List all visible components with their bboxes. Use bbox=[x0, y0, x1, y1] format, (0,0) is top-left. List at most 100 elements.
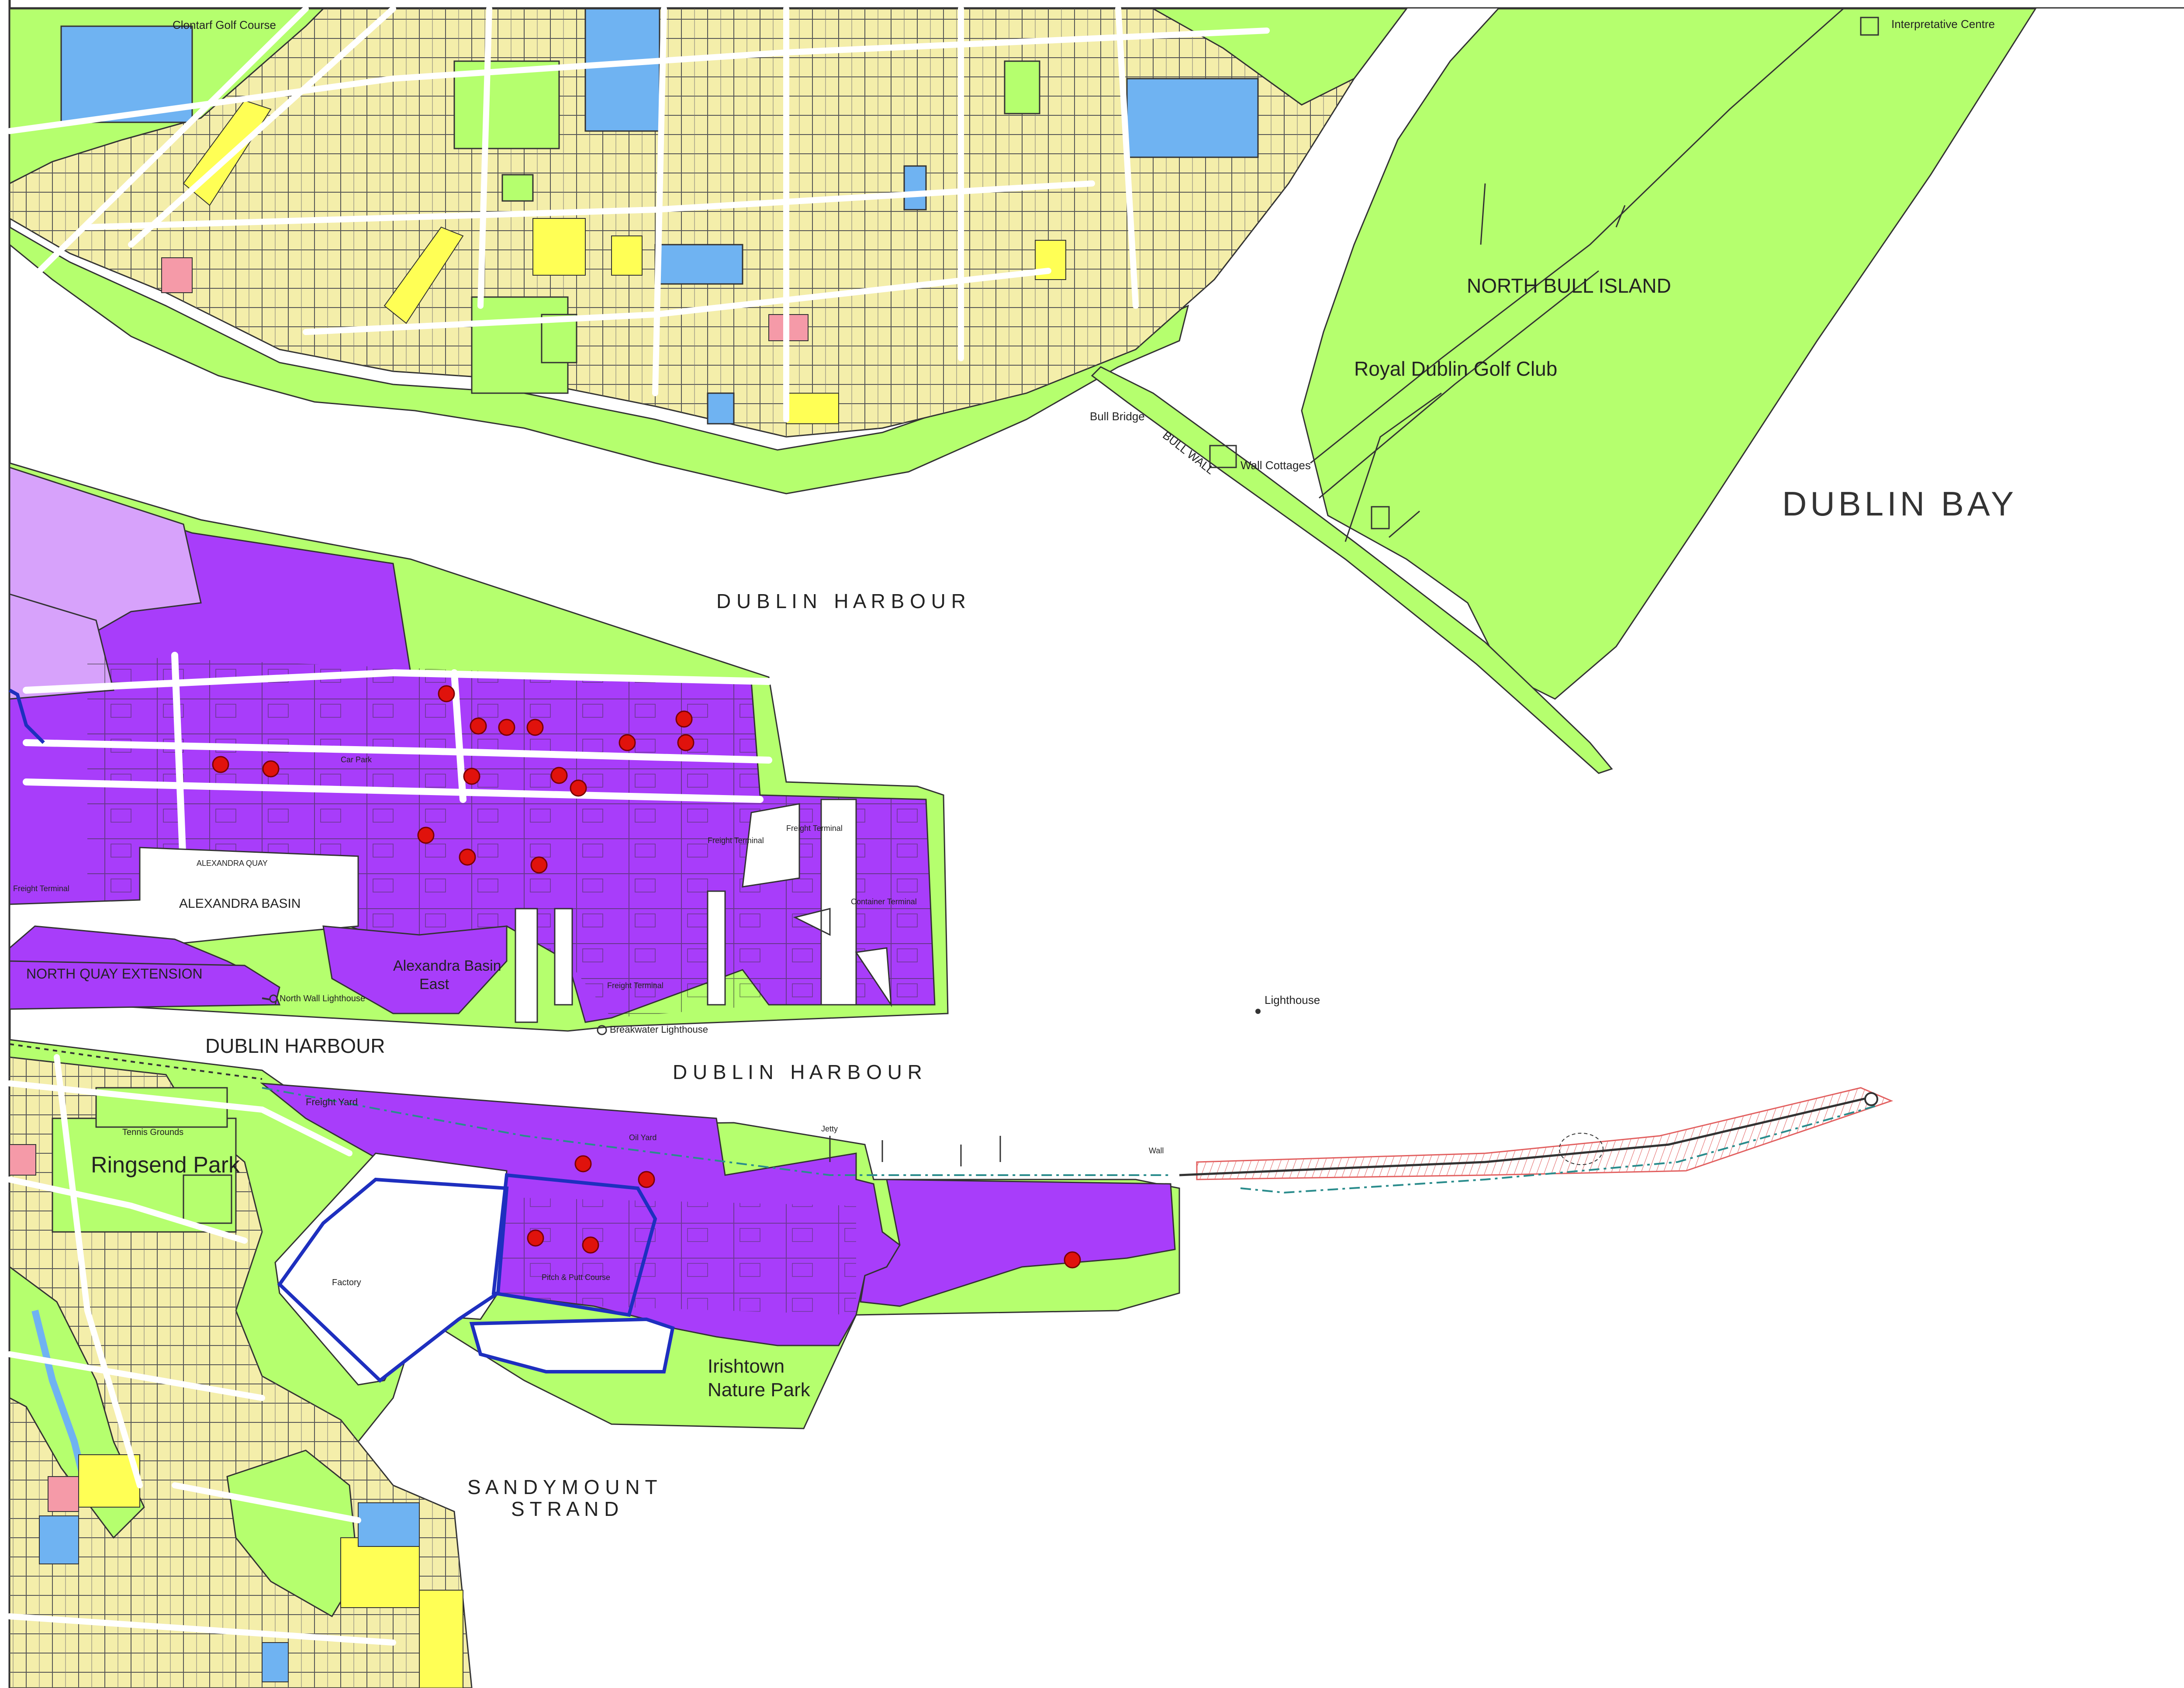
seveso-site-marker bbox=[459, 848, 476, 866]
seveso-site-marker bbox=[550, 767, 568, 784]
label-irishtown-2: Nature Park bbox=[708, 1379, 811, 1401]
seveso-site-marker bbox=[463, 768, 480, 785]
wall-cottages-building bbox=[1209, 445, 1237, 468]
seveso-site-marker bbox=[470, 717, 487, 735]
factory-site bbox=[277, 1177, 509, 1383]
bull-island-roads bbox=[1310, 8, 1844, 542]
basin-slips bbox=[515, 890, 726, 1023]
label-tennis-grounds: Tennis Grounds bbox=[122, 1128, 183, 1137]
seveso-site-marker bbox=[638, 1171, 655, 1188]
poolbeg-lighthouse bbox=[1864, 1092, 1878, 1106]
dashed-boundary bbox=[262, 1087, 1171, 1176]
north-quay-extension bbox=[9, 960, 280, 1010]
ringsend-park-pitch bbox=[183, 1174, 232, 1224]
clontarf-mixed-yellow bbox=[786, 393, 839, 424]
golf-clubhouse bbox=[1371, 506, 1390, 529]
sandymount-yellow bbox=[340, 1537, 420, 1608]
seveso-site-marker bbox=[262, 760, 280, 778]
railway-line bbox=[9, 1043, 263, 1080]
breakwater-lighthouse bbox=[597, 1025, 607, 1035]
port-north-roads bbox=[23, 652, 772, 877]
seveso-site-marker bbox=[675, 710, 693, 728]
seveso-site-marker bbox=[582, 1236, 599, 1254]
label-dublin-bay: DUBLIN BAY bbox=[1782, 484, 2017, 523]
label-sandymount-2: S T R A N D bbox=[511, 1498, 619, 1520]
clontarf-school-blue bbox=[903, 165, 927, 211]
clontarf-school-blue bbox=[1126, 78, 1259, 158]
seveso-site-marker bbox=[417, 827, 435, 844]
clontarf-commercial-pink bbox=[161, 257, 193, 293]
alexandra-basin-east-pier bbox=[322, 925, 508, 1014]
ringsend-park bbox=[52, 1117, 237, 1233]
clontarf-mixed-yellow-strip bbox=[384, 226, 464, 324]
label-freight-yard: Freight Yard bbox=[306, 1097, 358, 1107]
seveso-site-marker bbox=[530, 856, 548, 874]
clontarf-school-blue bbox=[584, 8, 660, 132]
label-irishtown-1: Irishtown bbox=[708, 1356, 784, 1377]
label-container-terminal: Container Terminal bbox=[851, 897, 917, 906]
label-clontarf-golf-course: Clontarf Golf Course bbox=[173, 18, 276, 31]
clontarf-mixed-yellow bbox=[532, 218, 586, 276]
label-oil-yard: Oil Yard bbox=[629, 1133, 657, 1142]
label-dublin-harbour-west: DUBLIN HARBOUR bbox=[205, 1034, 385, 1057]
label-wall-cottages: Wall Cottages bbox=[1241, 459, 1311, 472]
label-pitch-putt: Pitch & Putt Course bbox=[542, 1273, 610, 1282]
label-freight-terminal: Freight Terminal bbox=[708, 836, 764, 845]
label-bull-bridge: Bull Bridge bbox=[1090, 410, 1145, 423]
seveso-site-marker bbox=[438, 685, 455, 702]
label-freight-terminal: Freight Terminal bbox=[786, 824, 843, 833]
freight-terminal-cut bbox=[742, 799, 892, 1007]
seveso-site-marker bbox=[212, 756, 229, 773]
bull-wall bbox=[1091, 366, 1613, 774]
seveso-site-marker bbox=[574, 1155, 592, 1173]
clontarf-coastal-park bbox=[9, 226, 1189, 495]
pitch-putt-site bbox=[491, 1173, 657, 1317]
jetty-structures bbox=[829, 1136, 1001, 1166]
sandymount-blue bbox=[262, 1642, 289, 1682]
ringsend-roads bbox=[7, 1054, 396, 1646]
seveso-site-marker bbox=[526, 719, 544, 736]
label-north-wall-lighthouse: North Wall Lighthouse bbox=[280, 994, 365, 1003]
label-jetty: Jetty bbox=[821, 1124, 838, 1133]
seveso-site-marker bbox=[498, 719, 515, 736]
seveso-site-marker bbox=[619, 734, 636, 751]
label-sandymount-1: S A N D Y M O U N T bbox=[467, 1476, 657, 1498]
sandymount-pink bbox=[9, 1144, 36, 1176]
sandymount-blue bbox=[39, 1515, 79, 1564]
great-south-wall bbox=[1179, 1095, 1874, 1176]
great-south-wall-hatch bbox=[1196, 1087, 1894, 1180]
label-north-quay-extension: NORTH QUAY EXTENSION bbox=[26, 966, 203, 982]
sandymount-yellow bbox=[78, 1454, 140, 1508]
lighthouse-marker bbox=[1255, 1009, 1261, 1014]
seveso-site-marker bbox=[570, 779, 587, 797]
sandymount-blue bbox=[358, 1502, 420, 1547]
label-ringsend-park: Ringsend Park bbox=[91, 1152, 240, 1178]
north-bull-island bbox=[1301, 8, 2037, 700]
seveso-site-markers bbox=[212, 685, 1081, 1269]
label-factory: Factory bbox=[332, 1278, 361, 1287]
interpretative-centre bbox=[1860, 17, 1879, 36]
poolbeg-industrial-east bbox=[860, 1179, 1176, 1307]
poolbeg-blocks bbox=[489, 1197, 856, 1315]
label-alexandra-basin-east-1: Alexandra Basin bbox=[393, 958, 501, 974]
clontarf-school-blue bbox=[707, 392, 735, 425]
label-alexandra-quay: ALEXANDRA QUAY bbox=[197, 859, 268, 868]
north-wall-lighthouse bbox=[269, 994, 278, 1003]
seveso-site-marker bbox=[1064, 1251, 1081, 1269]
great-south-wall-dash bbox=[1240, 1104, 1879, 1194]
wall-roundel bbox=[1559, 1133, 1603, 1165]
label-wall: Wall bbox=[1149, 1146, 1164, 1155]
seveso-site-marker bbox=[527, 1229, 544, 1247]
label-freight-terminal: Freight Terminal bbox=[607, 981, 663, 990]
seveso-site-marker bbox=[677, 734, 695, 751]
clontarf-school-blue bbox=[654, 244, 743, 285]
port-boundary-line bbox=[9, 688, 45, 744]
label-alexandra-basin: ALEXANDRA BASIN bbox=[179, 896, 301, 911]
label-lighthouse: Lighthouse bbox=[1265, 993, 1320, 1007]
label-north-bull-island: NORTH BULL ISLAND bbox=[1467, 274, 1671, 297]
label-dublin-harbour-middle: D U B L I N H A R B O U R bbox=[673, 1061, 922, 1083]
label-breakwater-lighthouse: Breakwater Lighthouse bbox=[610, 1024, 708, 1035]
label-alexandra-basin-east-2: East bbox=[419, 976, 449, 993]
label-royal-dublin-golf-club: Royal Dublin Golf Club bbox=[1354, 357, 1557, 380]
